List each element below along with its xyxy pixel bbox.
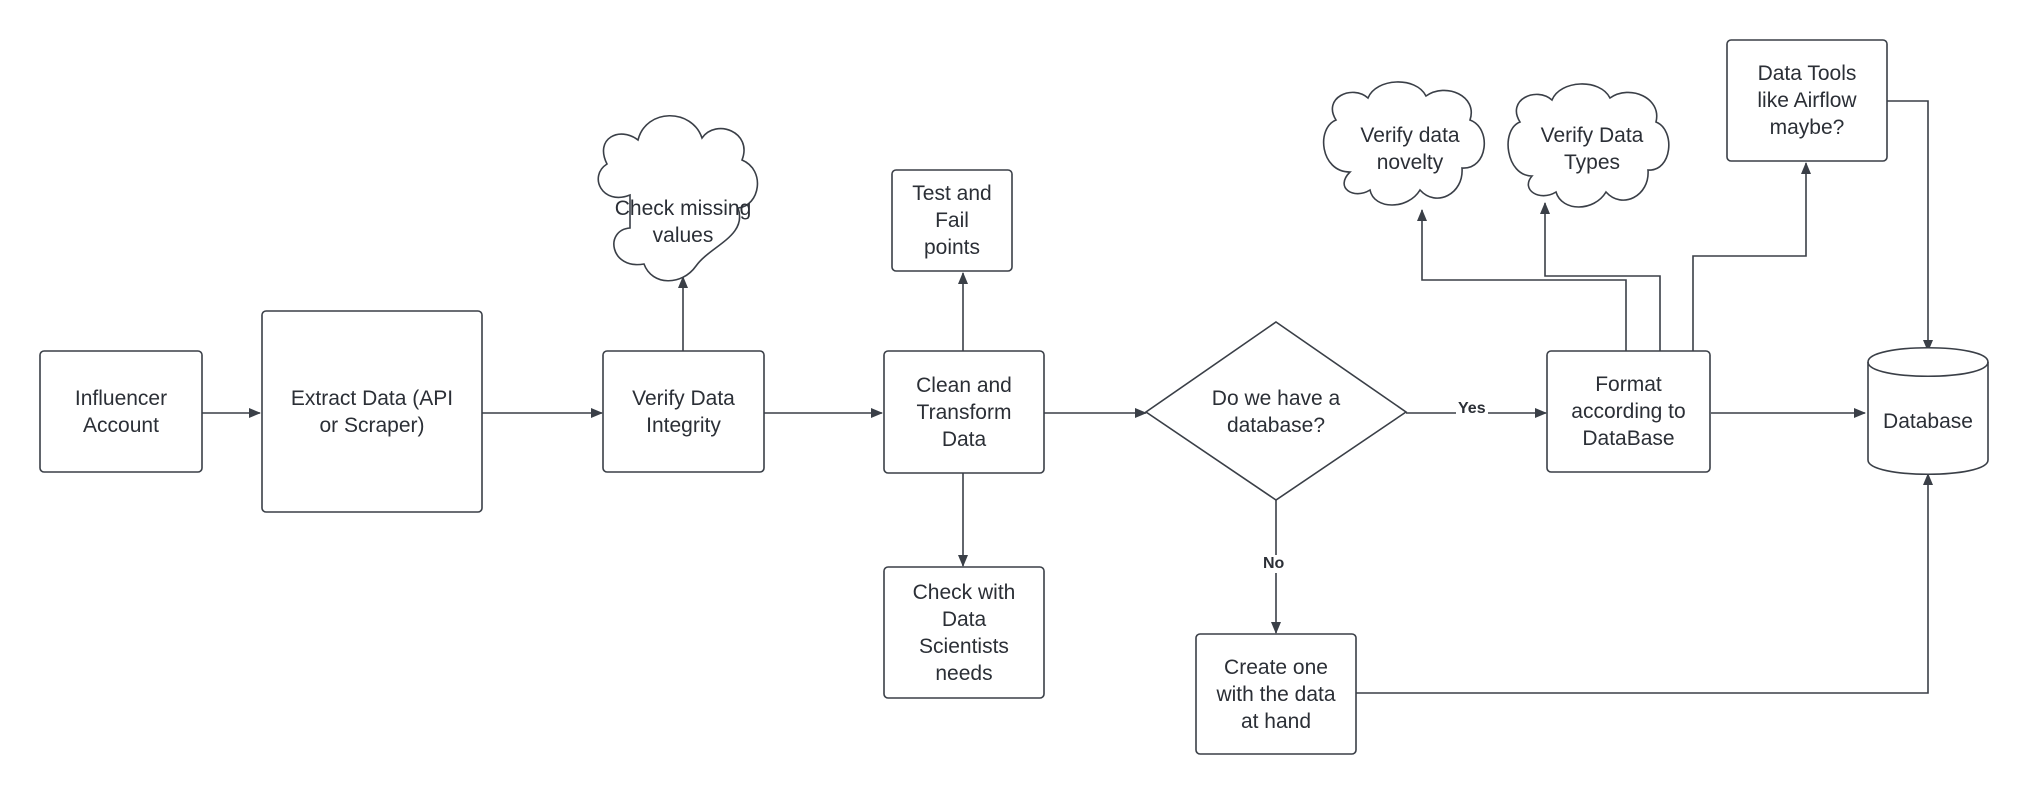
edge-label-no: No — [1261, 555, 1287, 573]
label-test-fail: Test and Fail points — [912, 182, 992, 259]
label-verify-types: Verify Data Types — [1540, 124, 1644, 174]
node-data-tools — [1726, 39, 1888, 162]
label-verify-novelty: Verify data novelty — [1360, 124, 1460, 174]
edge-format-to-novelty — [1417, 209, 1627, 351]
label-database: Database — [1883, 409, 1973, 433]
node-check-missing-cloud — [597, 115, 759, 282]
label-create-one: Create one with the data at hand — [1216, 655, 1336, 733]
node-verify-novelty-cloud — [1322, 81, 1485, 206]
label-extract-data: Extract Data (API or Scraper) — [290, 386, 454, 437]
edge-tools-to-database — [1887, 100, 1933, 352]
node-influencer-account — [39, 350, 203, 473]
label-check-missing: Check missing values — [614, 197, 752, 247]
node-test-fail — [891, 169, 1013, 272]
node-create-one — [1195, 633, 1357, 755]
node-check-scientists — [883, 566, 1045, 699]
edge-format-to-types — [1540, 202, 1661, 351]
edge-format-to-tools — [1692, 162, 1811, 351]
node-extract-data — [261, 310, 483, 513]
label-clean-transform: Clean and Transform Data — [916, 373, 1012, 451]
label-decision: Do we have a database? — [1211, 387, 1341, 437]
node-database-cylinder — [1867, 347, 1989, 475]
edge-label-yes: Yes — [1456, 400, 1488, 418]
label-check-scientists: Check with Data Scientists needs — [912, 580, 1016, 685]
edge-create-to-database — [1356, 473, 1933, 694]
label-format-db: Format according to DataBase — [1571, 373, 1686, 450]
node-clean-transform — [883, 350, 1045, 474]
label-data-tools: Data Tools like Airflow maybe? — [1757, 62, 1857, 139]
node-format-db — [1546, 350, 1711, 473]
label-influencer-account: Influencer Account — [74, 386, 168, 437]
node-verify-integrity — [602, 350, 765, 473]
label-verify-integrity: Verify Data Integrity — [632, 386, 735, 437]
node-verify-types-cloud — [1507, 83, 1670, 208]
node-database-cylinder-rim — [1867, 361, 1989, 377]
node-decision-diamond — [1144, 321, 1408, 501]
